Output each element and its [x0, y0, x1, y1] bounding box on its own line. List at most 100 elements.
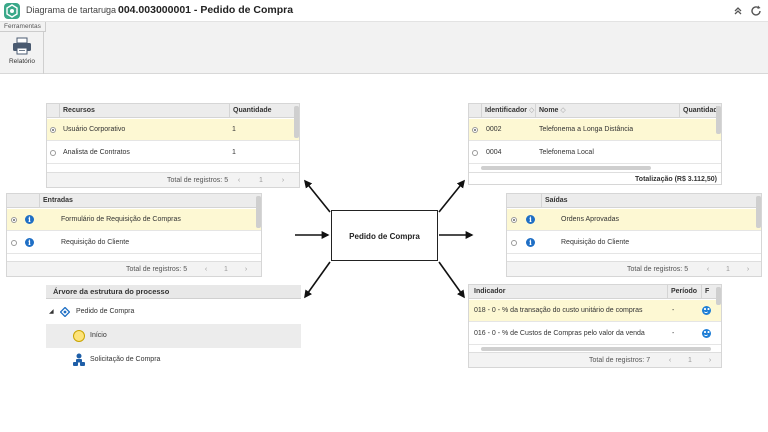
table-row[interactable]: 0004 Telefonema Local	[469, 142, 721, 164]
sort-icon: ◇	[528, 107, 535, 114]
tree-item-root[interactable]: ◢ Pedido de Compra	[46, 300, 301, 324]
next-page-button[interactable]: ›	[281, 177, 285, 184]
info-icon[interactable]: i	[526, 238, 535, 247]
collapse-triangle-icon[interactable]: ◢	[49, 309, 54, 315]
next-page-button[interactable]: ›	[244, 266, 248, 273]
cost-name: Telefonema Local	[539, 149, 594, 156]
resource-qty: 1	[232, 126, 236, 133]
indicator-period: -	[672, 330, 675, 337]
report-button[interactable]: Relatório	[4, 35, 40, 71]
double-chevron-up-icon[interactable]	[731, 4, 745, 18]
recursos-footer: Total de registros: 5 ‹ 1 ›	[47, 172, 299, 187]
breadcrumb-separator: ›	[105, 4, 109, 15]
breadcrumb-app[interactable]: Diagrama de tartaruga	[26, 5, 117, 15]
col-quantidade[interactable]: Quantidade	[679, 104, 721, 118]
next-page-button[interactable]: ›	[746, 266, 750, 273]
indicadores-header: Indicador Período F	[469, 285, 721, 299]
horizontal-scrollbar[interactable]	[481, 166, 651, 170]
row-radio[interactable]	[50, 150, 56, 156]
prev-page-button[interactable]: ‹	[706, 266, 710, 273]
table-row[interactable]: 018 - 0 - % da transação do custo unitár…	[469, 300, 721, 322]
table-row[interactable]: Usuário Corporativo 1	[47, 119, 299, 141]
smiley-status-icon	[702, 329, 711, 338]
cost-id: 0004	[486, 149, 502, 156]
tree-label: Solicitação de Compra	[90, 356, 161, 363]
page-title: 004.003000001 - Pedido de Compra	[118, 4, 294, 16]
tree-label: Início	[90, 332, 107, 339]
next-page-button[interactable]: ›	[708, 357, 712, 364]
total-records: Total de registros: 5	[126, 266, 188, 273]
tab-ferramentas[interactable]: Ferramentas	[0, 22, 46, 32]
indicadores-panel: Indicador Período F 018 - 0 - % da trans…	[468, 284, 722, 368]
col-identificador[interactable]: Identificador ◇	[481, 104, 535, 118]
vertical-scrollbar[interactable]	[716, 106, 721, 134]
start-event-icon	[73, 330, 85, 342]
process-box[interactable]: Pedido de Compra	[331, 210, 438, 261]
entradas-panel: Entradas i Formulário de Requisição de C…	[6, 193, 262, 277]
col-saidas[interactable]: Saídas	[541, 194, 755, 208]
ribbon-group: Relatório	[0, 32, 44, 74]
col-f[interactable]: F	[701, 285, 715, 299]
resource-qty: 1	[232, 149, 236, 156]
arrow-to-tree	[304, 261, 331, 299]
printer-icon	[13, 37, 31, 55]
col-nome[interactable]: Nome ◇	[535, 104, 679, 118]
total-records: Total de registros: 5	[627, 266, 689, 273]
vertical-scrollbar[interactable]	[256, 196, 261, 228]
col-quantidade[interactable]: Quantidade	[229, 104, 293, 118]
tree-item[interactable]: Início	[46, 324, 301, 348]
table-row[interactable]: Analista de Contratos 1	[47, 142, 299, 164]
table-row[interactable]: i Requisição do Cliente	[7, 232, 261, 254]
sort-icon: ◇	[560, 107, 566, 114]
vertical-scrollbar[interactable]	[716, 287, 721, 305]
table-row[interactable]: i Formulário de Requisição de Compras	[7, 209, 261, 231]
row-radio[interactable]	[511, 217, 517, 223]
col-entradas[interactable]: Entradas	[39, 194, 255, 208]
row-radio[interactable]	[11, 217, 17, 223]
table-row[interactable]: i Requisição do Cliente	[507, 232, 761, 254]
vertical-scrollbar[interactable]	[756, 196, 761, 228]
vertical-scrollbar[interactable]	[294, 106, 299, 138]
row-radio[interactable]	[511, 240, 517, 246]
recursos-header: Recursos Quantidade	[47, 104, 299, 118]
table-row[interactable]: i Ordens Aprovadas	[507, 209, 761, 231]
arrow-to-indicadores	[438, 261, 465, 299]
row-radio[interactable]	[50, 127, 56, 133]
col-indicador[interactable]: Indicador	[474, 288, 506, 295]
horizontal-scrollbar[interactable]	[481, 347, 711, 351]
col-periodo[interactable]: Período	[667, 285, 701, 299]
resource-name: Usuário Corporativo	[63, 126, 126, 133]
row-radio[interactable]	[472, 127, 478, 133]
table-row[interactable]: 0002 Telefonema a Longa Distância	[469, 119, 721, 141]
prev-page-button[interactable]: ‹	[204, 266, 208, 273]
row-radio[interactable]	[472, 150, 478, 156]
indicadores-footer: Total de registros: 7 ‹ 1 ›	[469, 352, 721, 367]
prev-page-button[interactable]: ‹	[237, 177, 241, 184]
page-number: 1	[726, 266, 730, 273]
refresh-icon[interactable]	[749, 4, 763, 18]
tree-label: Pedido de Compra	[76, 308, 135, 315]
app-logo-icon	[4, 3, 20, 19]
info-icon[interactable]: i	[526, 215, 535, 224]
entradas-footer: Total de registros: 5 ‹ 1 ›	[7, 261, 261, 276]
table-row[interactable]: 016 - 0 - % de Custos de Compras pelo va…	[469, 323, 721, 345]
output-name: Ordens Aprovadas	[561, 216, 619, 223]
cost-name: Telefonema a Longa Distância	[539, 126, 634, 133]
col-recursos[interactable]: Recursos	[59, 104, 229, 118]
indicator-period: -	[672, 307, 675, 314]
arrow-to-recursos	[303, 179, 331, 213]
saidas-header: Saídas	[507, 194, 761, 208]
arrow-to-custos	[438, 179, 466, 213]
custos-panel: Identificador ◇ Nome ◇ Quantidade 0002 T…	[468, 103, 722, 185]
entradas-header: Entradas	[7, 194, 261, 208]
prev-page-button[interactable]: ‹	[668, 357, 672, 364]
row-radio[interactable]	[11, 240, 17, 246]
info-icon[interactable]: i	[25, 215, 34, 224]
indicator-name: 018 - 0 - % da transação do custo unitár…	[474, 307, 643, 314]
info-icon[interactable]: i	[25, 238, 34, 247]
output-name: Requisição do Cliente	[561, 239, 630, 246]
total-records: Total de registros: 5	[167, 177, 229, 184]
tree-item[interactable]: Solicitação de Compra	[46, 348, 301, 372]
page-number: 1	[224, 266, 228, 273]
